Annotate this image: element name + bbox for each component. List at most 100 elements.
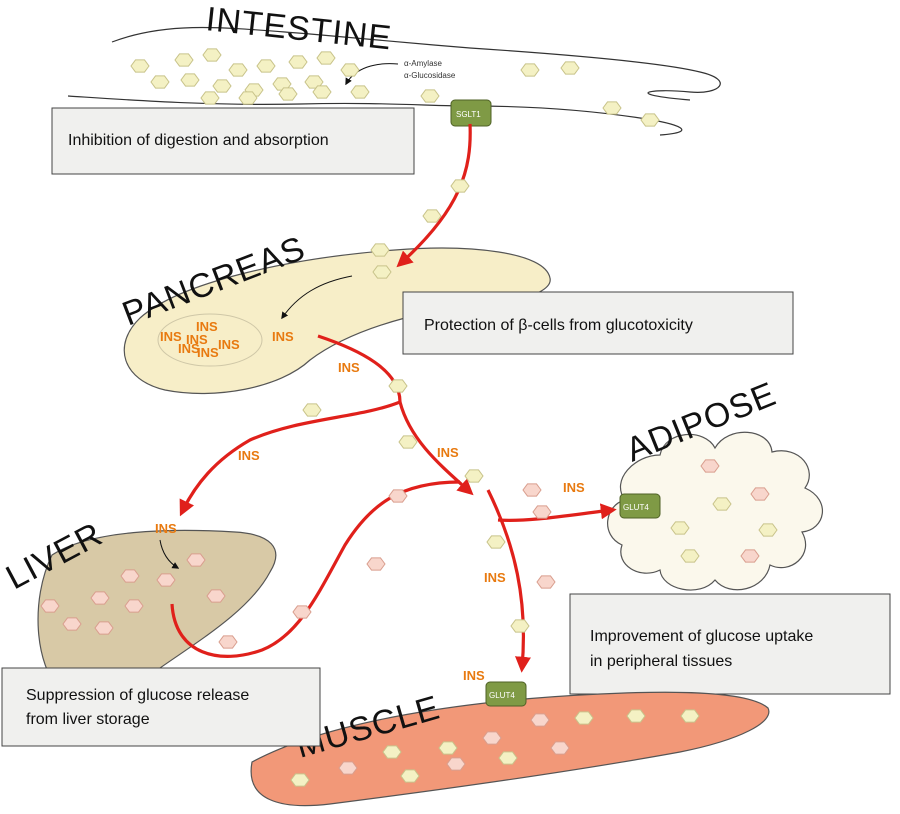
glucose-molecule — [550, 741, 570, 755]
glucose-molecule — [288, 55, 308, 69]
glucose-molecule — [372, 265, 392, 279]
glucose-molecule — [124, 599, 144, 613]
glucose-molecules — [40, 48, 778, 787]
glut4-adipose-transporter: GLUT4 — [619, 493, 661, 519]
ins-muscle: INS — [463, 668, 485, 683]
ins-periphery-branch: INS — [437, 445, 459, 460]
glucose-molecule — [256, 59, 276, 73]
glucose-molecule — [90, 591, 110, 605]
glucosidase-label: α-Glucosidase — [404, 71, 456, 80]
sglt1-label: SGLT1 — [456, 110, 481, 119]
ins-islet-3: INS — [186, 332, 208, 347]
glucose-molecule — [560, 61, 580, 75]
glucose-molecule — [312, 85, 332, 99]
amylase-label: α-Amylase — [404, 59, 443, 68]
intestine-effect-box: Inhibition of digestion and absorption — [51, 107, 415, 175]
glucose-molecule — [340, 63, 360, 77]
glucose-molecule — [670, 521, 690, 535]
glucose-molecule — [522, 483, 542, 497]
glucose-molecule — [62, 617, 82, 631]
insulin-labels: INS INS INS INS INS INS INS INS INS INS … — [155, 319, 585, 683]
ins-islet-2: INS — [160, 329, 182, 344]
glucose-molecule — [520, 63, 540, 77]
glucose-molecule — [438, 741, 458, 755]
ins-liver: INS — [155, 521, 177, 536]
glucose-molecule — [202, 48, 222, 62]
glucose-molecule — [626, 709, 646, 723]
pancreas-effect-text: Protection of β-cells from glucotoxicity — [424, 317, 693, 334]
ins-islet-4: INS — [218, 337, 240, 352]
glucose-molecule — [218, 635, 238, 649]
glucose-molecule — [130, 59, 150, 73]
ins-adipose: INS — [563, 480, 585, 495]
glucose-molecule — [290, 773, 310, 787]
glucose-molecule — [186, 553, 206, 567]
peripheral-effect-text-line2: in peripheral tissues — [590, 653, 732, 670]
islet-outline — [157, 313, 263, 367]
glucose-molecule — [174, 53, 194, 67]
glut4-muscle-transporter: GLUT4 — [485, 681, 527, 707]
liver-effect-text-line1: Suppression of glucose release — [26, 687, 249, 704]
glucose-molecule — [510, 619, 530, 633]
glucose-molecule — [758, 523, 778, 537]
glucose-molecule — [156, 573, 176, 587]
glut4-muscle-label: GLUT4 — [489, 691, 515, 700]
glucose-molecule — [602, 101, 622, 115]
ins-muscle-branch: INS — [484, 570, 506, 585]
glucose-molecule — [712, 497, 732, 511]
glucose-molecule — [366, 557, 386, 571]
glucose-molecule — [680, 549, 700, 563]
adipose-shape — [607, 431, 823, 591]
glucose-molecule — [388, 489, 408, 503]
glucose-molecule — [350, 85, 370, 99]
glucose-molecule — [278, 87, 298, 101]
glucose-molecule — [206, 589, 226, 603]
glucose-molecule — [450, 179, 470, 193]
glucose-molecule — [740, 549, 760, 563]
liver-effect-text-line2: from liver storage — [26, 711, 150, 728]
glucose-molecule — [498, 751, 518, 765]
glucose-molecule — [40, 599, 60, 613]
glucose-molecule — [422, 209, 442, 223]
ins-liver-branch: INS — [238, 448, 260, 463]
glucose-molecule — [228, 63, 248, 77]
ins-islet-5: INS — [178, 341, 200, 356]
intestine-outline-top — [111, 26, 721, 101]
ins-islet-6: INS — [197, 345, 219, 360]
arrow-to-adipose — [497, 503, 617, 522]
pancreas-glucose-entry-arrow — [281, 275, 353, 320]
glucose-molecule — [574, 711, 594, 725]
glucose-molecule — [482, 731, 502, 745]
glucose-molecule — [212, 79, 232, 93]
ins-trunk: INS — [338, 360, 360, 375]
glucose-molecule — [180, 73, 200, 87]
ins-pancreas-exit: INS — [272, 329, 294, 344]
glucose-molecule — [464, 469, 484, 483]
intestine-effect-text: Inhibition of digestion and absorption — [68, 132, 329, 149]
glucose-molecule — [530, 713, 550, 727]
glucose-molecule — [120, 569, 140, 583]
glut4-adipose-label: GLUT4 — [623, 503, 649, 512]
intestine-label: INTESTINE — [204, 0, 394, 57]
glucose-molecule — [370, 243, 390, 257]
peripheral-effect-box: Improvement of glucose uptake in periphe… — [569, 593, 891, 695]
glucose-molecule — [486, 535, 506, 549]
glucose-molecule — [338, 761, 358, 775]
glucose-molecule — [316, 51, 336, 65]
glucose-molecule — [292, 605, 312, 619]
glucose-molecule — [238, 91, 258, 105]
glucose-molecule — [680, 709, 700, 723]
glucose-molecule — [94, 621, 114, 635]
glucose-molecule — [150, 75, 170, 89]
glucose-molecule — [446, 757, 466, 771]
glucose-molecule — [640, 113, 660, 127]
glucose-molecule — [420, 89, 440, 103]
glucose-molecule — [388, 379, 408, 393]
pancreas-effect-box: Protection of β-cells from glucotoxicity — [402, 291, 794, 355]
glucose-molecule — [302, 403, 322, 417]
arrow-to-liver — [179, 400, 401, 517]
glucose-molecule — [700, 459, 720, 473]
glucose-molecule — [532, 505, 552, 519]
liver-glucose-arrow — [159, 539, 180, 569]
